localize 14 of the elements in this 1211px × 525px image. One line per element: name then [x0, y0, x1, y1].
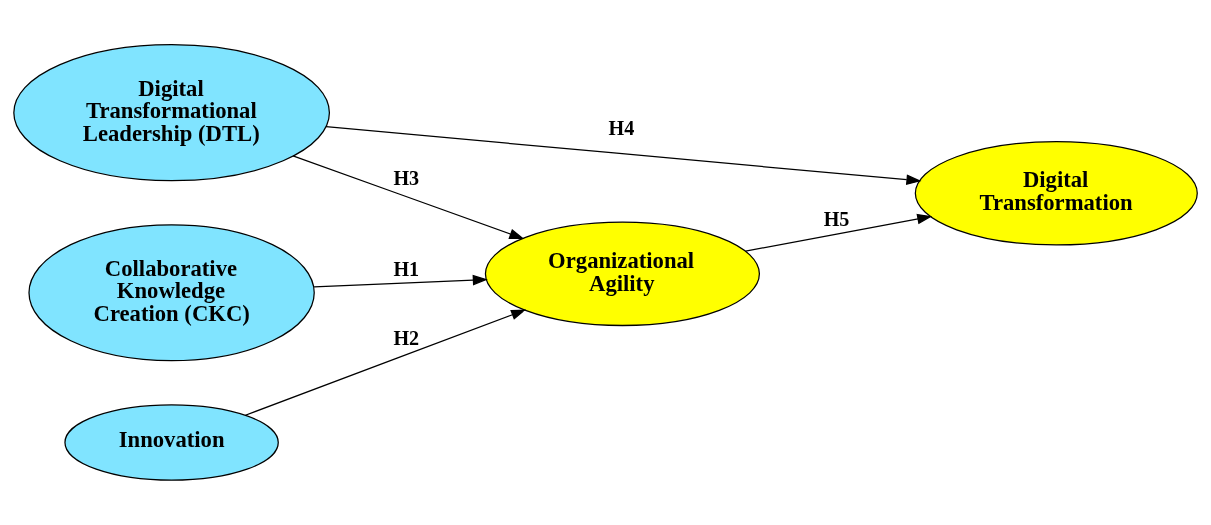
node-ellipse: Collaborative Knowledge Creation (CKC) — [28, 224, 315, 362]
node-ellipse: Innovation — [64, 404, 279, 481]
edge-label: H5 — [823, 207, 850, 230]
arrow — [292, 155, 525, 240]
node-ellipse: Digital Transformational Leadership (DTL) — [13, 44, 331, 182]
arrow — [313, 274, 488, 288]
edge-label: H1 — [393, 258, 420, 281]
node-ellipse: Organizational Agility — [484, 221, 760, 327]
arrow — [744, 213, 933, 252]
edge-label: H3 — [393, 167, 420, 190]
arrow — [325, 126, 922, 185]
arrow — [244, 309, 527, 416]
edge-label: H2 — [393, 327, 420, 350]
edge-label: H4 — [608, 117, 635, 140]
